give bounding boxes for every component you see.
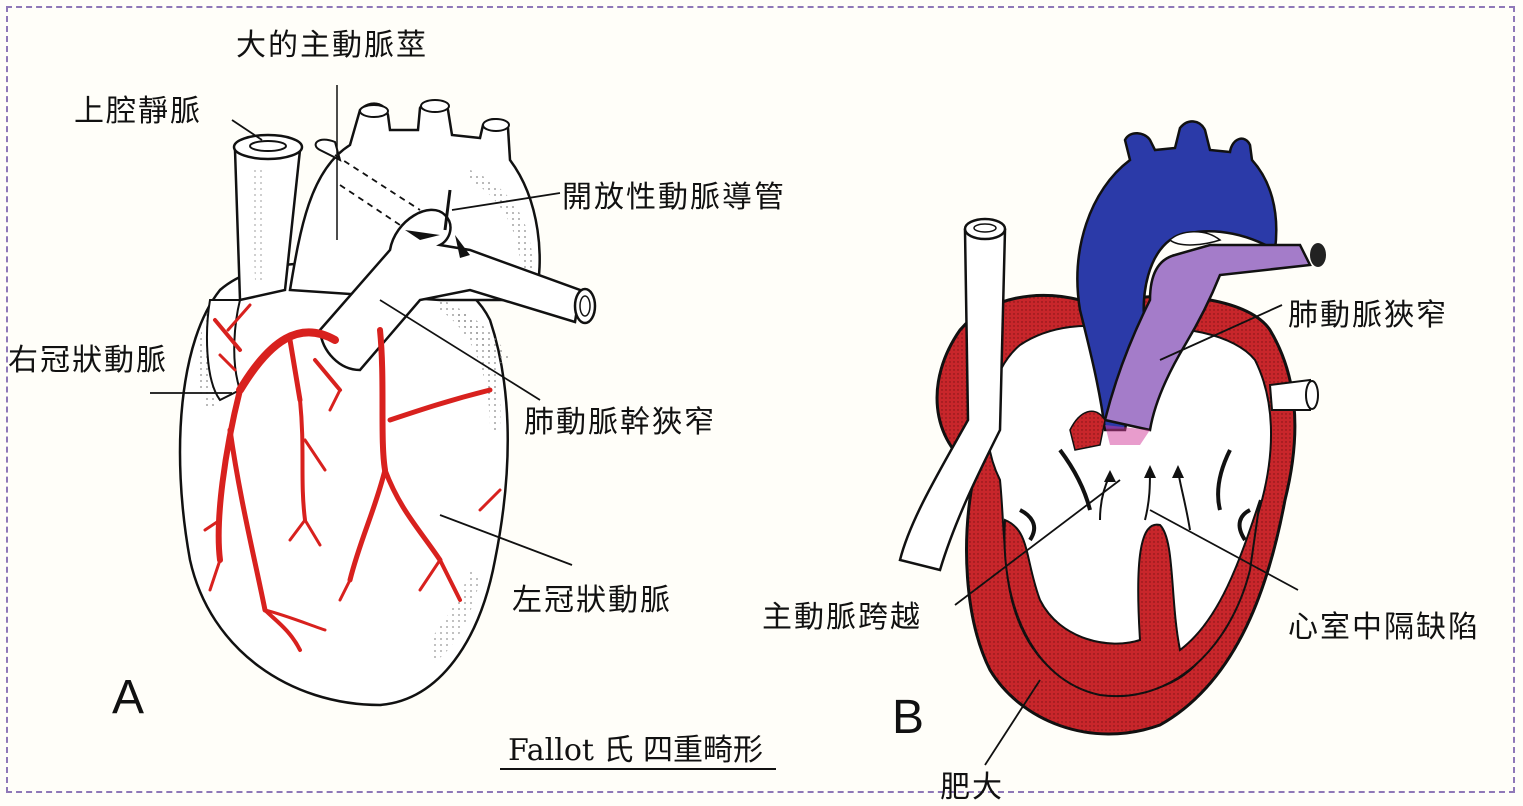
label-pulmonary-stenosis: 肺動脈狹窄	[1288, 290, 1448, 334]
label-aorta: 大的主動脈莖	[236, 20, 428, 64]
label-vsd: 心室中隔缺陷	[1288, 602, 1480, 646]
svc-opening	[234, 135, 302, 159]
panel-label-a: A	[112, 670, 144, 725]
label-overriding-aorta: 主動脈跨越	[762, 592, 922, 636]
label-pts: 肺動脈幹狹窄	[524, 397, 716, 441]
panel-label-b: B	[892, 690, 924, 745]
label-svc: 上腔靜脈	[74, 86, 202, 130]
label-hypertrophy: 肥大	[940, 762, 1004, 806]
heart-cross-section	[900, 121, 1326, 765]
label-pda: 開放性動脈導管	[562, 172, 786, 216]
figure-caption: Fallot 氏 四重畸形	[508, 725, 763, 769]
caption-underline	[500, 768, 776, 770]
label-lca: 左冠狀動脈	[512, 575, 672, 619]
right-atrium	[207, 300, 240, 400]
label-rca: 右冠狀動脈	[8, 335, 168, 379]
